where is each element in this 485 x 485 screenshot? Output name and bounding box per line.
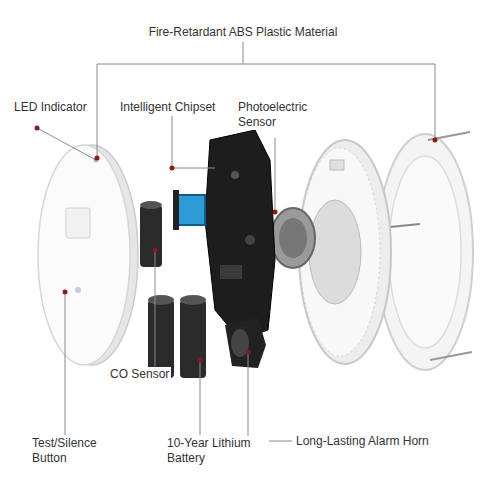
part-label: Intelligent Chipset: [118, 100, 217, 115]
part-label: LED Indicator: [12, 100, 89, 115]
part-label: CO Sensor: [108, 367, 171, 382]
material-label: Fire-Retardant ABS Plastic Material: [147, 25, 340, 40]
part-label: Long-Lasting Alarm Horn: [294, 434, 431, 449]
part-label: Test/Silence Button: [30, 436, 124, 466]
part-label: Photoelectric Sensor: [236, 100, 335, 130]
part-label: 10-Year Lithium Battery: [165, 436, 269, 466]
